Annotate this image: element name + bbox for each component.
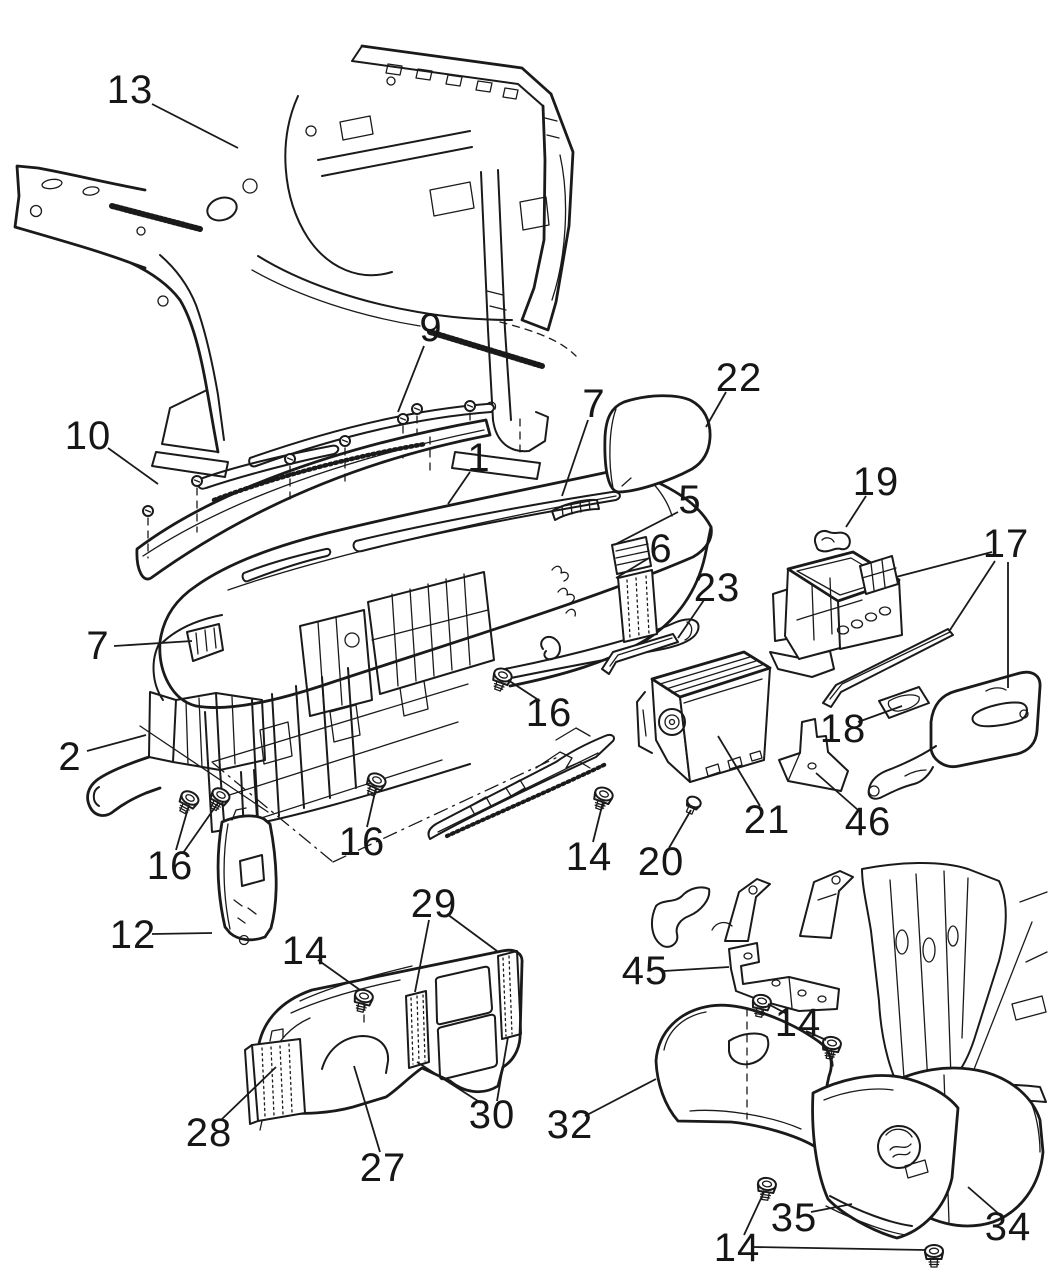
leader-line-27: [353, 1065, 381, 1153]
cowl-band-drawing: [504, 618, 700, 680]
end-cap-right-drawing: [603, 394, 712, 494]
leader-line-14: [317, 959, 361, 991]
cowl-dash-panel-drawing: [13, 44, 577, 480]
leader-line-30: [416, 1061, 482, 1104]
leader-line-16: [366, 787, 377, 828]
leader-line-46: [815, 772, 859, 811]
leader-line-14: [743, 1191, 765, 1236]
module-drawing: [636, 650, 772, 783]
leader-line-29: [414, 919, 430, 993]
leader-line-16: [182, 802, 219, 854]
glovebox-door-drawing: [867, 670, 1042, 800]
leader-line-14: [592, 801, 604, 843]
cluster-bezel-drawing: [256, 948, 524, 1115]
leader-line-32: [584, 1078, 657, 1117]
insulator-panel-drawing: [811, 1074, 960, 1240]
leader-line-30: [496, 1036, 509, 1102]
leader-line-2: [86, 734, 147, 752]
side-vent-drawing: [244, 1028, 306, 1131]
leader-line-7: [561, 419, 589, 497]
screw-14: [754, 1175, 778, 1203]
latch-bezel-drawing: [878, 686, 930, 719]
mount-bracket-drawing: [778, 718, 849, 792]
end-cap-left-drawing: [216, 807, 278, 946]
leader-line-13: [151, 103, 239, 149]
leader-line-19: [845, 495, 867, 528]
leader-line-16: [175, 804, 190, 851]
trim-strip-drawing: [601, 633, 679, 675]
leader-line-28: [220, 1066, 277, 1121]
leader-line-6: [615, 557, 650, 579]
leader-line-1: [447, 471, 471, 505]
leader-line-7: [113, 640, 193, 647]
leader-line-29: [446, 913, 498, 952]
leader-lines-layer: [86, 103, 1009, 1251]
leader-line-17: [895, 551, 993, 578]
leader-line-20: [668, 809, 692, 849]
screw-14: [924, 1244, 944, 1268]
leader-line-16: [507, 679, 541, 702]
leader-line-5: [613, 511, 679, 546]
leader-line-14: [767, 1003, 788, 1015]
leader-line-14: [752, 1246, 927, 1251]
top-cover-panel-drawing: [135, 418, 492, 581]
push-pin-20: [681, 793, 704, 817]
leader-line-35: [810, 1203, 853, 1213]
leader-line-9: [397, 345, 425, 413]
leader-line-34: [967, 1186, 1000, 1215]
column-opening-cover-drawing: [654, 1003, 833, 1148]
leader-line-45: [663, 966, 730, 972]
instrument-panel-drawing: [152, 415, 713, 833]
leader-line-21: [717, 735, 761, 807]
leader-line-17: [949, 560, 996, 631]
check-strap-clip-drawing: [814, 530, 851, 553]
glovebox-latch-strip-drawing: [822, 628, 954, 708]
leader-line-10: [107, 447, 159, 485]
leader-line-22: [705, 391, 727, 428]
glovebox-bin-drawing: [769, 550, 903, 678]
screw-16: [488, 665, 515, 695]
lower-trim-strip-drawing: [427, 727, 615, 840]
leader-line-12: [151, 932, 213, 935]
leader-line-23: [677, 599, 705, 639]
leader-line-14: [805, 1030, 827, 1041]
leader-line-18: [857, 705, 903, 723]
